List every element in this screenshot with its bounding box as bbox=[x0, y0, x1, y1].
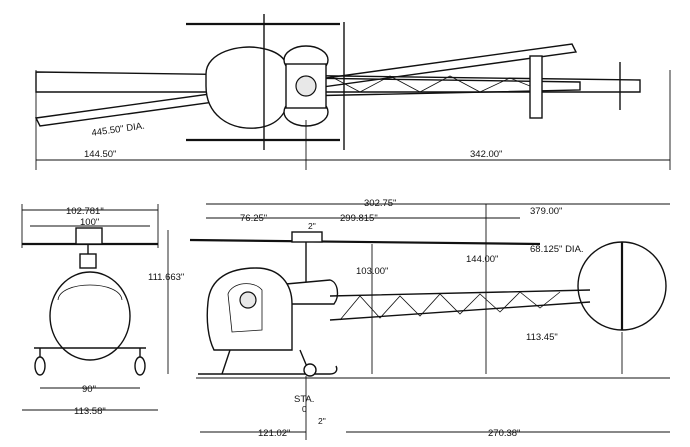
side-rotor-blade bbox=[189, 238, 541, 246]
label-forward-length: 121.02" bbox=[258, 428, 290, 439]
label-hub-width: 100" bbox=[80, 217, 99, 228]
front-skid-left bbox=[34, 356, 46, 376]
side-skid bbox=[198, 365, 338, 375]
label-mast-offset: 2" bbox=[308, 221, 316, 231]
label-skid-width: 113.58" bbox=[74, 406, 106, 417]
label-rotor-span: 299.815" bbox=[340, 213, 378, 224]
side-skid-struts bbox=[221, 349, 311, 375]
label-tail-rotor-diameter: 68.125" DIA. bbox=[530, 244, 584, 255]
side-wheel bbox=[303, 363, 317, 377]
side-truss bbox=[339, 291, 561, 321]
side-engine bbox=[285, 279, 339, 305]
label-tail-boom-height: 113.45" bbox=[526, 332, 558, 343]
side-seat bbox=[227, 283, 263, 333]
front-skid-right bbox=[134, 356, 146, 376]
label-aft-length: 270.38" bbox=[488, 428, 520, 439]
side-tail-boom bbox=[329, 289, 591, 321]
canopy-top bbox=[205, 46, 291, 129]
label-station-zero: 0 bbox=[302, 404, 307, 414]
label-rotor-width: 102.781" bbox=[66, 206, 104, 217]
front-bubble-frame bbox=[57, 284, 123, 301]
rotor-blade-diagonal bbox=[34, 43, 578, 127]
top-view: 144.50" 342.00" 445.50" DIA. bbox=[34, 14, 671, 170]
label-tail-rotor-height: 144.00" bbox=[466, 254, 498, 265]
tail-fin-top bbox=[529, 55, 543, 119]
label-rear-length: 342.00" bbox=[470, 149, 502, 160]
mast-top bbox=[295, 75, 317, 97]
label-overall-height: 111.663" bbox=[148, 272, 184, 283]
front-hub bbox=[75, 227, 103, 245]
label-front-length: 144.50" bbox=[84, 149, 116, 160]
label-station-offset: 2" bbox=[318, 416, 326, 426]
truss-top bbox=[329, 75, 541, 93]
label-station: STA. bbox=[294, 394, 314, 405]
side-hub bbox=[291, 231, 323, 243]
label-overall-length: 379.00" bbox=[530, 206, 562, 217]
label-rotor-front: 76.25" bbox=[240, 213, 267, 224]
side-pilot-head bbox=[239, 291, 257, 309]
label-rotor-diameter: 445.50" DIA. bbox=[91, 121, 146, 139]
side-bubble bbox=[206, 267, 293, 351]
side-view: 302.75" 379.00" 76.25" 299.815" 2" 103.0… bbox=[189, 198, 670, 440]
label-mast-height: 103.00" bbox=[356, 266, 388, 277]
label-skid-track: 90" bbox=[82, 384, 96, 395]
label-length-to-tail: 302.75" bbox=[364, 198, 396, 209]
front-transmission bbox=[79, 253, 97, 269]
front-bubble bbox=[49, 271, 131, 361]
front-view: 102.781" 100" 111.663" 90" 113.58" bbox=[21, 204, 184, 417]
